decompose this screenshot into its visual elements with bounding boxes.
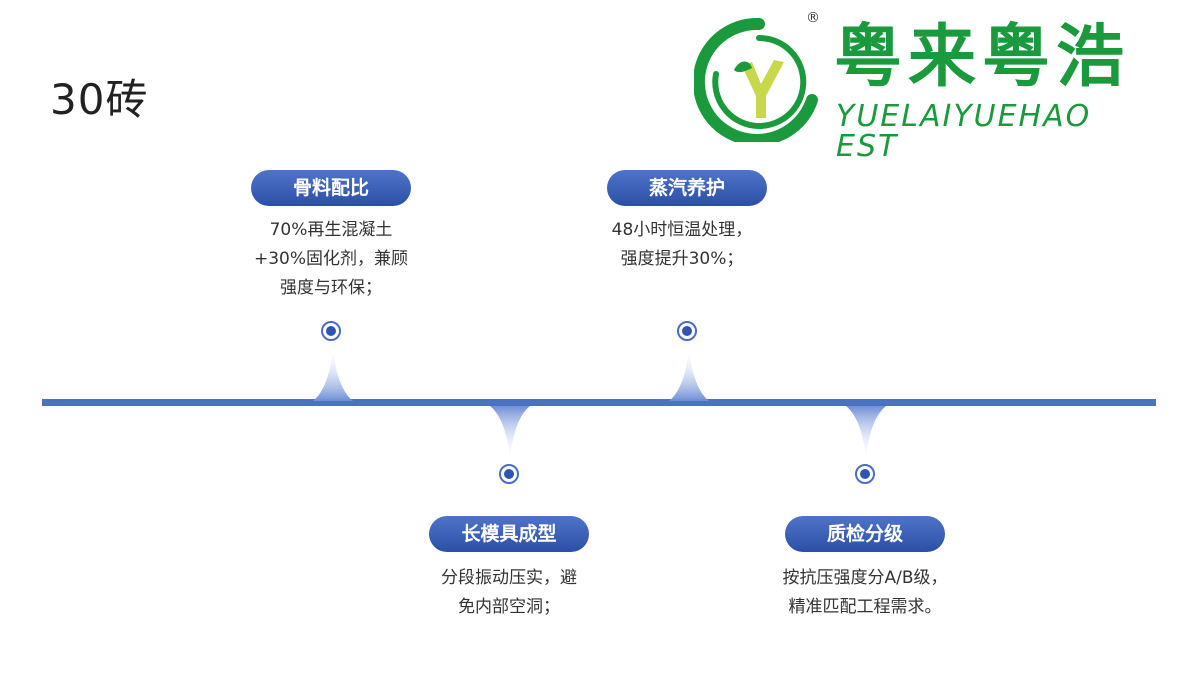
registered-mark: ® xyxy=(806,10,820,26)
stage-desc-line: 强度与环保； xyxy=(280,278,382,298)
timeline-spike-down-2 xyxy=(490,406,530,462)
stage-label-2: 长模具成型 xyxy=(429,516,589,552)
brand-logo: ® 粤来粤浩 YUELAIYUEHAO EST xyxy=(694,10,1144,162)
timeline-spike-down-4 xyxy=(846,406,886,462)
timeline-spike-up-1 xyxy=(313,345,353,401)
logo-emblem xyxy=(694,18,818,142)
stage-label-3: 蒸汽养护 xyxy=(607,170,767,206)
stage-desc-line: +30%固化剂，兼顾 xyxy=(253,249,409,269)
stage-desc-line: 分段振动压实，避 xyxy=(441,568,577,588)
stage-desc-line: 精准匹配工程需求。 xyxy=(788,597,942,617)
stage-label-4: 质检分级 xyxy=(785,516,945,552)
timeline-bar xyxy=(42,399,1156,406)
page-title: 30砖 xyxy=(50,75,149,124)
stage-desc-line: 按抗压强度分A/B级， xyxy=(782,568,948,588)
stage-desc-2: 分段振动压实，避 免内部空洞； xyxy=(389,564,629,622)
stage-desc-1: 70%再生混凝土 +30%固化剂，兼顾 强度与环保； xyxy=(211,216,451,303)
timeline-node-2 xyxy=(499,464,519,484)
timeline-node-3 xyxy=(677,321,697,341)
stage-desc-4: 按抗压强度分A/B级， 精准匹配工程需求。 xyxy=(745,564,985,622)
logo-english-name: YUELAIYUEHAO EST xyxy=(836,99,1092,164)
timeline-node-4 xyxy=(855,464,875,484)
stage-desc-3: 48小时恒温处理， 强度提升30%； xyxy=(562,216,802,274)
stage-desc-line: 强度提升30%； xyxy=(620,249,744,269)
timeline-node-1 xyxy=(321,321,341,341)
stage-desc-line: 免内部空洞； xyxy=(458,597,560,617)
stage-label-1: 骨料配比 xyxy=(251,170,411,206)
stage-desc-line: 48小时恒温处理， xyxy=(611,220,753,240)
stage-desc-line: 70%再生混凝土 xyxy=(269,220,393,240)
logo-chinese-name: 粤来粤浩 xyxy=(834,18,1131,97)
timeline-spike-up-3 xyxy=(669,345,709,401)
